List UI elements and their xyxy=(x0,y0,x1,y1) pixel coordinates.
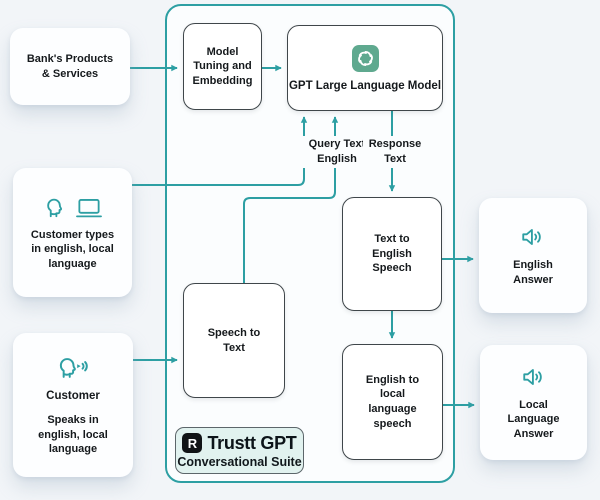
banks-products-line: & Services xyxy=(41,67,99,80)
etl-line: language xyxy=(368,403,417,415)
english-answer-line: English xyxy=(513,258,553,271)
laptop-icon xyxy=(76,198,102,217)
arrow-speech-to-text-to-gpt xyxy=(243,116,339,283)
node-model-tuning: Model Tuning and Embedding xyxy=(183,23,262,110)
node-text-to-english-speech: Text to English Speech xyxy=(342,197,442,311)
customer-types-line: Customer types xyxy=(30,228,115,241)
node-gpt-llm: GPT Large Language Model xyxy=(287,25,443,111)
customer-types-icons xyxy=(41,194,104,220)
stt-line: Speech to xyxy=(207,326,261,339)
customer-types-line: language xyxy=(48,257,97,270)
node-customer-types: Customer types in english, local languag… xyxy=(13,168,132,297)
tts-line: Speech xyxy=(372,262,412,275)
edge-label-query-text: Query Text English xyxy=(303,136,371,168)
customer-icons xyxy=(55,353,91,381)
arrow-customer-types-to-gpt xyxy=(132,116,308,186)
speaker-icon xyxy=(522,229,541,245)
tts-line: English xyxy=(372,247,412,260)
english-answer-line: Answer xyxy=(513,273,553,286)
model-tuning-line: Embedding xyxy=(192,74,253,87)
local-answer-icons xyxy=(519,364,549,390)
person-speaking-icon xyxy=(59,358,88,379)
trustt-gpt-badge: R Trustt GPT Conversational Suite xyxy=(175,427,304,474)
node-local-language-answer: Local Language Answer xyxy=(480,345,587,460)
node-banks-products: Bank's Products & Services xyxy=(10,28,130,105)
model-tuning-line: Tuning and xyxy=(193,60,252,73)
node-english-to-local-speech: English to local language speech xyxy=(342,344,443,460)
badge-title: Trustt GPT xyxy=(207,432,297,453)
local-answer-line: Language xyxy=(507,413,560,426)
badge-title-row: R Trustt GPT xyxy=(182,432,297,454)
customer-line: language xyxy=(48,443,98,456)
response-label-line: Response xyxy=(368,138,422,150)
etl-line: speech xyxy=(373,417,412,430)
speaker-icon xyxy=(522,368,542,385)
english-answer-icons xyxy=(518,224,548,250)
edge-label-response-text: Response Text xyxy=(363,136,427,168)
response-label-line: Text xyxy=(384,152,406,165)
node-english-answer: English Answer xyxy=(479,198,587,313)
customer-line: english, local xyxy=(38,428,108,441)
local-answer-line: Local xyxy=(519,398,548,411)
etl-line: local xyxy=(379,388,406,401)
stt-line: Text xyxy=(223,341,245,354)
badge-subtitle: Conversational Suite xyxy=(177,454,302,469)
local-answer-line: Answer xyxy=(513,427,554,440)
tts-line: Text to xyxy=(374,233,410,246)
customer-line: Speaks in xyxy=(47,414,99,427)
trustt-logo-icon: R xyxy=(182,433,203,453)
query-label-line: Query Text xyxy=(308,138,366,150)
etl-line: English to xyxy=(365,373,420,386)
node-speech-to-text: Speech to Text xyxy=(183,283,285,398)
banks-products-line: Bank's Products xyxy=(26,52,114,65)
customer-types-line: in english, local xyxy=(31,243,114,256)
model-tuning-line: Model xyxy=(206,45,239,58)
person-head-icon xyxy=(47,198,63,217)
gpt-llm-label: GPT Large Language Model xyxy=(288,79,442,92)
customer-title: Customer xyxy=(46,390,100,403)
node-customer: Customer Speaks in english, local langua… xyxy=(13,333,133,477)
openai-logo-icon xyxy=(351,44,379,72)
query-label-line: English xyxy=(317,152,357,165)
